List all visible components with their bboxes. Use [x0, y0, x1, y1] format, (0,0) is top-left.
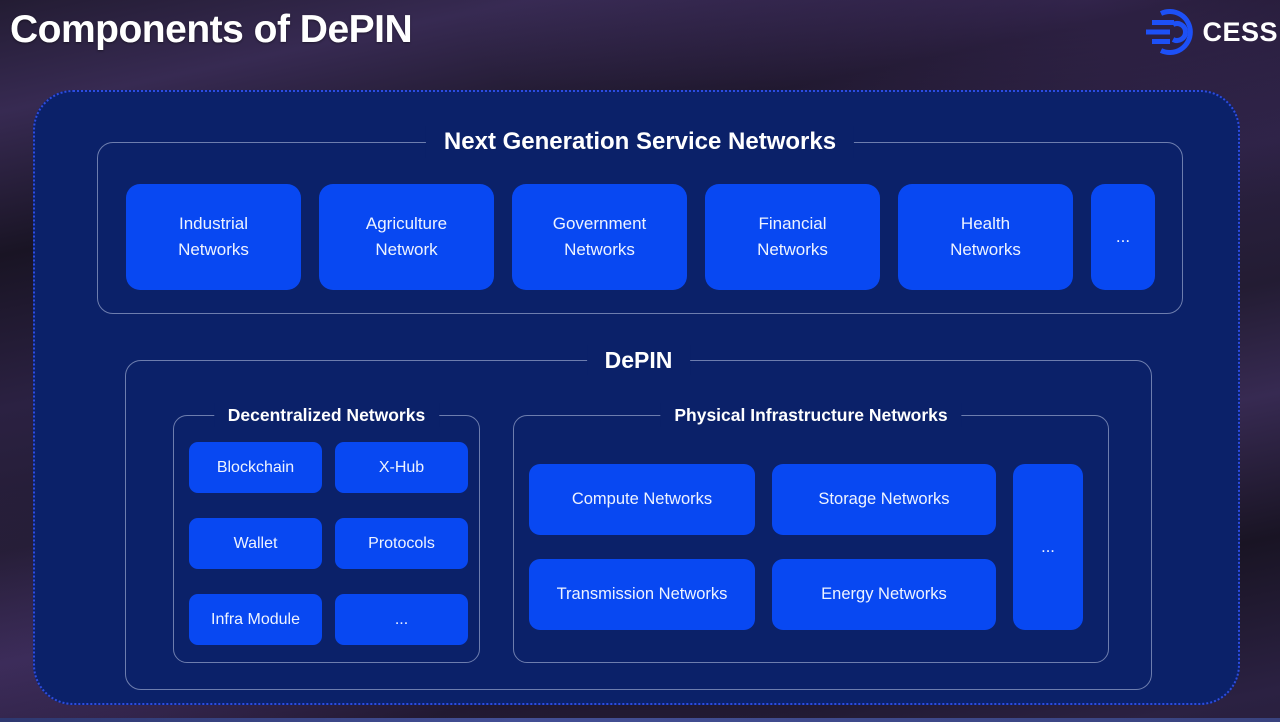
service-network-more-box: ... [1091, 184, 1155, 290]
physical-network-box: Storage Networks [772, 464, 996, 535]
physical-network-box: Energy Networks [772, 559, 996, 630]
page-title: Components of DePIN [10, 8, 413, 51]
service-network-box: Financial Networks [705, 184, 880, 290]
subsection-physical-infrastructure: Physical Infrastructure Networks Compute… [513, 403, 1109, 663]
service-network-box: Agriculture Network [319, 184, 494, 290]
service-network-box: Industrial Networks [126, 184, 301, 290]
service-network-box: Government Networks [512, 184, 687, 290]
cess-logo-text: CESS [1202, 16, 1278, 47]
decentralized-more-box: ... [335, 594, 468, 645]
depin-components-panel: Next Generation Service Networks Industr… [33, 90, 1240, 705]
decentralized-box: Wallet [189, 518, 322, 569]
physical-network-more-box: ... [1013, 464, 1083, 630]
subsection-decentralized-title: Decentralized Networks [213, 403, 440, 427]
subsection-physical-title: Physical Infrastructure Networks [660, 403, 962, 427]
service-networks-row: Industrial Networks Agriculture Network … [98, 143, 1182, 313]
service-network-box: Health Networks [898, 184, 1073, 290]
decentralized-box: X-Hub [335, 442, 468, 493]
decentralized-box: Infra Module [189, 594, 322, 645]
section-depin-title: DePIN [586, 345, 691, 375]
physical-grid: Compute Networks Storage Networks ... Tr… [514, 416, 1108, 630]
decentralized-box: Blockchain [189, 442, 322, 493]
subsection-decentralized-networks: Decentralized Networks Blockchain X-Hub … [173, 403, 480, 663]
section-service-networks: Next Generation Service Networks Industr… [97, 126, 1183, 314]
section-depin: DePIN Decentralized Networks Blockchain … [125, 345, 1152, 690]
physical-network-box: Transmission Networks [529, 559, 755, 630]
decentralized-box: Protocols [335, 518, 468, 569]
section-service-networks-title: Next Generation Service Networks [425, 126, 855, 158]
bottom-accent-strip [0, 718, 1280, 722]
cess-logo: CESS [1143, 6, 1278, 58]
decentralized-grid: Blockchain X-Hub Wallet Protocols Infra … [174, 416, 479, 645]
cess-logo-icon [1143, 6, 1199, 58]
physical-network-box: Compute Networks [529, 464, 755, 535]
